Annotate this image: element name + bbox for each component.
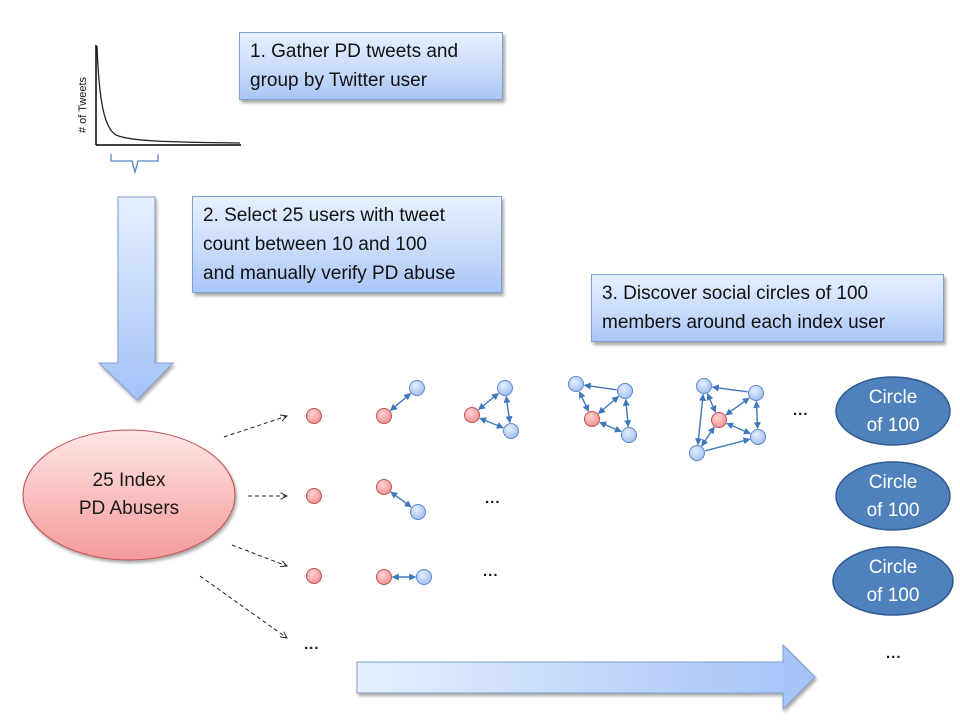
index-user-node xyxy=(464,407,480,423)
index-user-node xyxy=(584,411,600,427)
member-node xyxy=(696,378,712,394)
selection-brace-icon xyxy=(110,154,159,175)
circle-of-100-ellipse-2 xyxy=(835,461,951,531)
bidirectional-edge xyxy=(478,392,499,411)
step-3-line-1: 3. Discover social circles of 100 xyxy=(602,283,869,304)
step-3-line-2: members around each index user xyxy=(602,312,886,333)
step-2-line-2: count between 10 and 100 xyxy=(203,234,427,255)
bidirectional-edge xyxy=(390,491,412,508)
member-node xyxy=(750,429,766,445)
directed-edge xyxy=(583,382,617,391)
row3-ellipsis: ... xyxy=(483,563,499,580)
bidirectional-edge xyxy=(599,421,622,433)
step-2-line-1: 2. Select 25 users with tweet xyxy=(203,205,445,226)
index-user-node xyxy=(306,568,322,584)
tweet-distribution-plot xyxy=(95,45,241,175)
social-graph xyxy=(568,376,637,443)
member-node xyxy=(409,380,425,396)
member-node xyxy=(410,504,426,520)
social-graph xyxy=(306,488,322,504)
bidirectional-edge xyxy=(479,417,504,429)
social-graph xyxy=(376,479,426,520)
member-node xyxy=(497,380,513,396)
bidirectional-edge xyxy=(726,422,751,435)
member-node xyxy=(416,569,432,585)
bidirectional-edge xyxy=(597,395,620,415)
index-user-node xyxy=(376,408,392,424)
bidirectional-edge xyxy=(503,395,513,424)
long-tail-curve xyxy=(96,45,241,144)
row1-ellipsis: ... xyxy=(793,402,809,419)
social-graph xyxy=(464,380,519,439)
step-1-line-2: group by Twitter user xyxy=(250,70,428,91)
member-node xyxy=(568,376,584,392)
bidirectional-edge xyxy=(701,426,715,447)
circle-of-100-ellipse-3 xyxy=(832,546,954,616)
member-node xyxy=(748,385,764,401)
step-2-line-3: and manually verify PD abuse xyxy=(203,263,456,284)
index-user-node xyxy=(306,408,322,424)
member-node xyxy=(617,383,633,399)
social-graph xyxy=(306,408,322,424)
directed-edge xyxy=(711,384,748,393)
row4-ellipsis: ... xyxy=(304,636,320,653)
step-2-box: 2. Select 25 users with tweet count betw… xyxy=(192,196,502,293)
bidirectional-edge xyxy=(706,393,717,413)
step-3-box: 3. Discover social circles of 100 member… xyxy=(591,274,944,342)
bidirectional-edge xyxy=(622,398,632,428)
index-user-node xyxy=(711,412,727,428)
fanout-arrows xyxy=(199,416,287,638)
fanout-arrow-row4 xyxy=(199,575,287,638)
bidirectional-edge xyxy=(578,391,590,412)
right-arrow xyxy=(356,643,816,711)
member-node xyxy=(503,423,519,439)
row2-ellipsis: ... xyxy=(485,490,501,507)
circles-ellipsis: ... xyxy=(886,645,902,662)
social-graph xyxy=(376,569,432,585)
bidirectional-edge xyxy=(725,397,750,416)
y-axis-label: # of Tweets xyxy=(77,76,89,133)
index-user-node xyxy=(376,479,392,495)
index-abusers-ellipse xyxy=(22,429,236,561)
bidirectional-edge xyxy=(389,392,412,412)
directed-edge xyxy=(705,437,751,452)
member-node xyxy=(621,427,637,443)
fanout-arrow-row1 xyxy=(223,416,287,438)
step-1-box: 1. Gather PD tweets and group by Twitter… xyxy=(239,32,503,100)
bidirectional-edge xyxy=(695,393,706,446)
social-graph xyxy=(376,380,425,424)
fanout-arrow-row3 xyxy=(231,544,287,566)
down-arrow xyxy=(97,196,175,401)
circle-of-100-ellipse-1 xyxy=(835,376,951,446)
social-graph xyxy=(689,378,766,461)
bidirectional-edge xyxy=(753,400,761,430)
step-1-line-1: 1. Gather PD tweets and xyxy=(250,41,459,62)
index-user-node xyxy=(306,488,322,504)
index-user-node xyxy=(376,569,392,585)
social-graphs xyxy=(306,376,766,585)
member-node xyxy=(689,445,705,461)
social-graph xyxy=(306,568,322,584)
